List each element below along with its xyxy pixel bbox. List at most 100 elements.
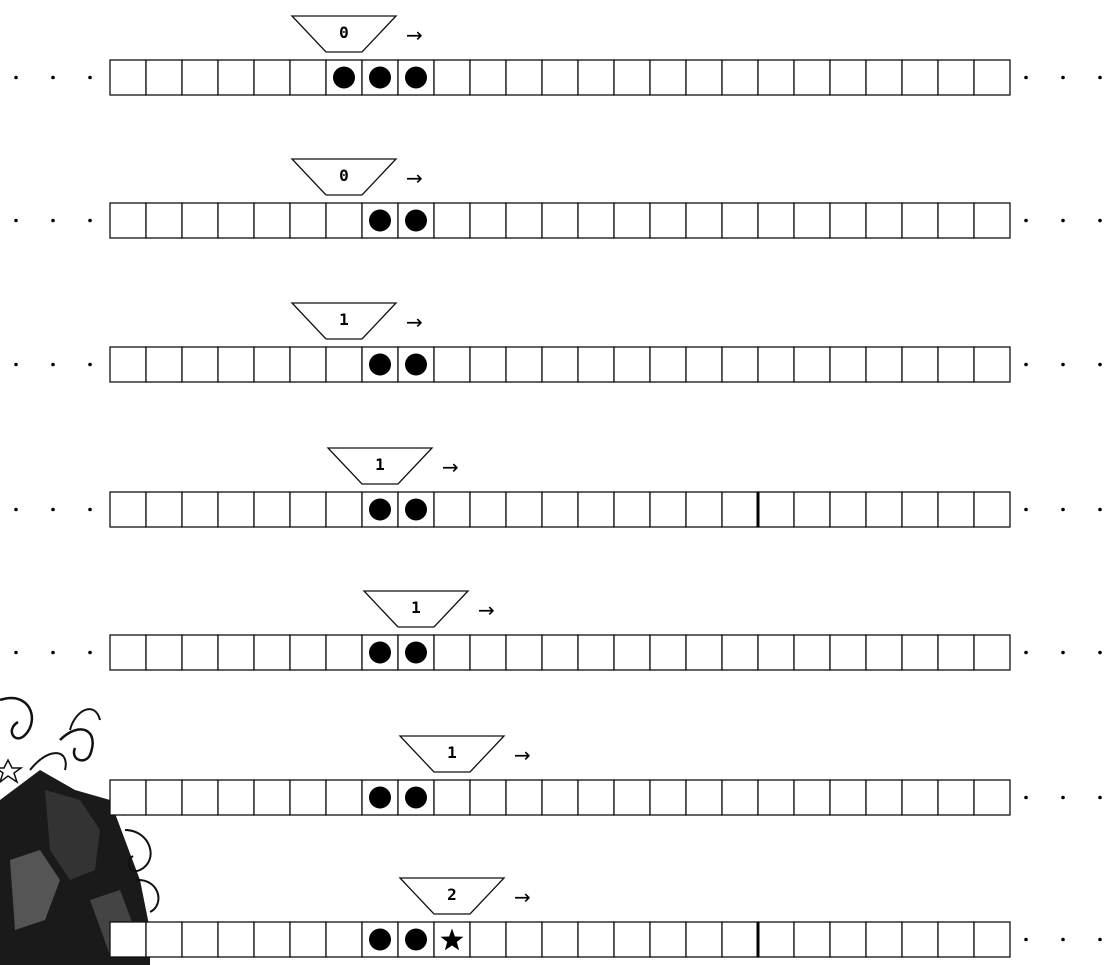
read-head: 1 xyxy=(400,736,504,772)
tape-cell xyxy=(686,922,722,957)
tape-cell xyxy=(110,203,146,238)
tape-cell xyxy=(686,635,722,670)
ellipsis-left xyxy=(14,219,92,223)
tape-cell xyxy=(794,492,830,527)
tape-cell xyxy=(398,347,434,382)
tape-cell xyxy=(506,60,542,95)
tape-cell xyxy=(866,203,902,238)
tape-cell xyxy=(182,922,218,957)
tape-cell xyxy=(182,347,218,382)
ellipsis-left xyxy=(14,508,92,512)
tape-row: 0→ xyxy=(14,159,1102,238)
tape-cell xyxy=(650,780,686,815)
tape-cell xyxy=(218,347,254,382)
tape-cell xyxy=(326,203,362,238)
tape-cell xyxy=(938,203,974,238)
tape-cell xyxy=(434,635,470,670)
tape-cell xyxy=(290,922,326,957)
head-state: 1 xyxy=(375,455,385,474)
tape-cell xyxy=(578,780,614,815)
tape-cell xyxy=(434,203,470,238)
tape-cell xyxy=(650,492,686,527)
dot-symbol xyxy=(405,210,427,232)
direction-arrow: → xyxy=(406,166,423,190)
dot-symbol xyxy=(369,499,391,521)
tape-cell xyxy=(902,60,938,95)
read-head: 0 xyxy=(292,16,396,52)
dot-symbol xyxy=(369,929,391,951)
head-state: 2 xyxy=(447,885,457,904)
tape-cell xyxy=(182,635,218,670)
tape-cell xyxy=(254,492,290,527)
tape-cell xyxy=(290,203,326,238)
tape-cell xyxy=(650,347,686,382)
read-head: 2 xyxy=(400,878,504,914)
tape-cell xyxy=(830,780,866,815)
tape-cell xyxy=(686,347,722,382)
tape-cell xyxy=(362,492,398,527)
tape-cell xyxy=(578,492,614,527)
direction-arrow: → xyxy=(514,885,531,909)
tape-cell xyxy=(758,347,794,382)
tape-cell xyxy=(974,60,1010,95)
head-state: 0 xyxy=(339,166,349,185)
tape-cell xyxy=(650,635,686,670)
tape-cell xyxy=(794,922,830,957)
tape-cell xyxy=(362,635,398,670)
tape-cell xyxy=(434,60,470,95)
read-head: 0 xyxy=(292,159,396,195)
tape-cell xyxy=(758,492,794,527)
tape-cell xyxy=(110,780,146,815)
tape-cell xyxy=(254,60,290,95)
tape-cell xyxy=(650,922,686,957)
tape-cell xyxy=(110,922,146,957)
dot-symbol xyxy=(405,499,427,521)
tape-cell xyxy=(470,492,506,527)
dot-symbol xyxy=(369,642,391,664)
tape-cell xyxy=(794,203,830,238)
head-state: 1 xyxy=(411,598,421,617)
tape-row: 1→ xyxy=(14,448,1102,527)
ellipsis-right xyxy=(1024,796,1102,800)
tape-cell xyxy=(722,203,758,238)
tape-cell xyxy=(938,492,974,527)
tape-cell xyxy=(506,780,542,815)
direction-arrow: → xyxy=(514,743,531,767)
tape-cell xyxy=(578,203,614,238)
direction-arrow: → xyxy=(478,598,495,622)
tape-cell xyxy=(938,60,974,95)
tape-cell xyxy=(362,347,398,382)
tape-cell xyxy=(938,780,974,815)
tape-cell xyxy=(938,635,974,670)
tape-cell xyxy=(362,203,398,238)
tape-cell xyxy=(110,60,146,95)
tape-cell xyxy=(326,60,362,95)
tape-cell xyxy=(326,635,362,670)
tape-cell xyxy=(290,347,326,382)
tape-cell xyxy=(974,203,1010,238)
tape-cell xyxy=(830,60,866,95)
tape-cell xyxy=(182,60,218,95)
ellipsis-left xyxy=(14,76,92,80)
tape-cell xyxy=(362,60,398,95)
tape-cell xyxy=(398,60,434,95)
ellipsis-right xyxy=(1024,508,1102,512)
tape-cell xyxy=(182,780,218,815)
tape-cell xyxy=(902,922,938,957)
tape-cell xyxy=(182,492,218,527)
dot-symbol xyxy=(369,354,391,376)
tape-cell xyxy=(722,347,758,382)
tape-cell xyxy=(614,635,650,670)
tape-cell xyxy=(398,203,434,238)
tape-cell xyxy=(866,780,902,815)
tape-cell xyxy=(902,203,938,238)
tape-cell xyxy=(254,347,290,382)
tape-cell xyxy=(254,635,290,670)
tape-cell xyxy=(290,60,326,95)
tape-cell xyxy=(902,492,938,527)
tape-cell xyxy=(578,635,614,670)
tape-cell xyxy=(902,347,938,382)
tape-cell xyxy=(722,780,758,815)
direction-arrow: → xyxy=(442,455,459,479)
